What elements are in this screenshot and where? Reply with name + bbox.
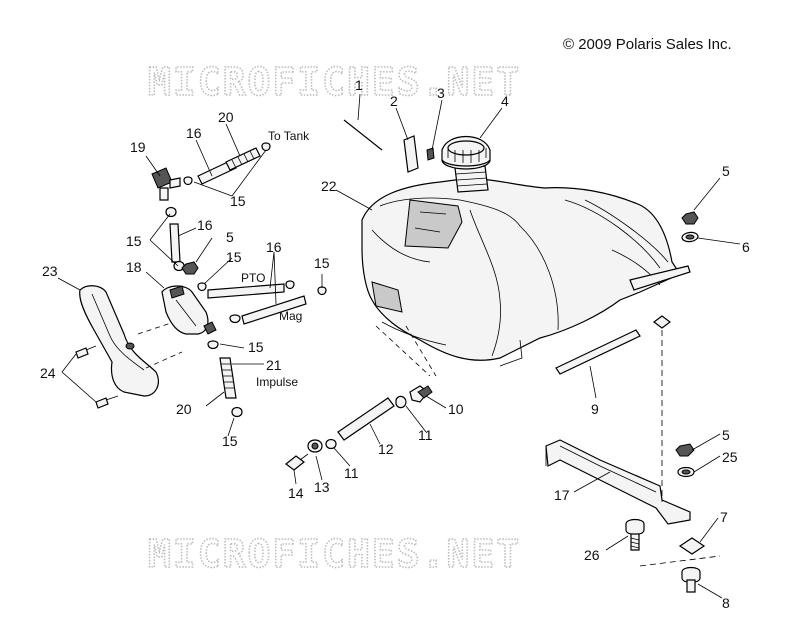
callout-16: 16 bbox=[186, 125, 202, 141]
callout-24: 24 bbox=[40, 365, 56, 381]
part-15-clamp-f bbox=[285, 280, 295, 290]
callout-25: 25 bbox=[722, 449, 738, 465]
callout-18: 18 bbox=[126, 259, 142, 275]
part-15-clamp-j bbox=[231, 406, 243, 418]
note-impulse: Impulse bbox=[256, 375, 298, 389]
callout-6: 6 bbox=[742, 239, 750, 255]
callout-10: 10 bbox=[448, 401, 464, 417]
part-1-rod bbox=[343, 119, 383, 151]
part-16-tube-vert bbox=[169, 223, 181, 263]
part-15-clamp-e bbox=[197, 282, 207, 292]
leader-lines bbox=[57, 93, 741, 599]
callout-8: 8 bbox=[722, 595, 730, 611]
callout-5: 5 bbox=[226, 229, 234, 245]
callout-22: 22 bbox=[321, 178, 337, 194]
note-to-tank: To Tank bbox=[268, 129, 310, 143]
callout-17: 17 bbox=[554, 487, 570, 503]
callout-12: 12 bbox=[378, 441, 394, 457]
part-2-strap bbox=[403, 135, 419, 173]
callout-7: 7 bbox=[720, 509, 728, 525]
callout-16: 16 bbox=[197, 217, 213, 233]
part-8-bolt bbox=[681, 566, 701, 593]
callout-15: 15 bbox=[314, 255, 330, 271]
part-5-nut-top bbox=[681, 211, 699, 225]
part-16-tube-pto bbox=[207, 283, 285, 299]
part-5-nut-left bbox=[181, 261, 199, 275]
part-20-spring-bottom bbox=[219, 357, 237, 399]
callout-15: 15 bbox=[248, 339, 264, 355]
part-15-clamp-b bbox=[261, 142, 271, 152]
callout-20: 20 bbox=[176, 401, 192, 417]
callout-15: 15 bbox=[126, 233, 142, 249]
callout-20: 20 bbox=[218, 109, 234, 125]
part-15-clamp-a bbox=[183, 176, 193, 186]
callout-11: 11 bbox=[344, 465, 359, 481]
callout-2: 2 bbox=[390, 93, 398, 109]
part-3-clip bbox=[426, 147, 435, 161]
watermark-top: MICROFICHES.NET bbox=[148, 60, 521, 104]
callout-9: 9 bbox=[591, 401, 599, 417]
part-15-clamp-i bbox=[207, 340, 219, 350]
callout-26: 26 bbox=[584, 547, 600, 563]
callout-15: 15 bbox=[222, 433, 238, 449]
fuel-tank bbox=[361, 165, 691, 367]
note-pto: PTO bbox=[241, 271, 265, 285]
part-17-bracket bbox=[545, 439, 691, 525]
fuel-cap bbox=[441, 136, 491, 170]
callout-13: 13 bbox=[314, 479, 330, 495]
part-23-shield bbox=[79, 285, 183, 397]
part-washer-mid bbox=[653, 315, 671, 329]
part-7-plate bbox=[678, 537, 706, 555]
fuel-line-parts bbox=[285, 325, 437, 471]
callout-1: 1 bbox=[355, 77, 363, 93]
callout-14: 14 bbox=[288, 485, 304, 501]
callout-3: 3 bbox=[437, 85, 445, 101]
part-24-screw-b bbox=[95, 397, 109, 409]
part-16-tube-mag bbox=[241, 295, 307, 325]
callout-16: 16 bbox=[266, 239, 282, 255]
note-mag: Mag bbox=[279, 309, 302, 323]
part-15-clamp-c bbox=[165, 206, 177, 218]
callout-5: 5 bbox=[722, 427, 730, 443]
callout-15: 15 bbox=[226, 249, 242, 265]
callout-23: 23 bbox=[42, 263, 58, 279]
part-9-pad bbox=[555, 329, 641, 375]
copyright-notice: © 2009 Polaris Sales Inc. bbox=[563, 36, 732, 53]
callout-21: 21 bbox=[266, 357, 282, 373]
part-19-fitting bbox=[151, 167, 181, 201]
callout-labels: 1 2 3 4 5 6 22 16 20 19 15 16 15 5 23 18… bbox=[40, 77, 750, 611]
part-26-bolt bbox=[625, 518, 645, 551]
part-15-clamp-h bbox=[229, 314, 241, 324]
part-5-nut-bottom bbox=[675, 443, 695, 457]
part-20-spring-top bbox=[225, 147, 261, 171]
callout-5: 5 bbox=[722, 163, 730, 179]
watermark-bottom: MICROFICHES.NET bbox=[148, 532, 521, 576]
callout-19: 19 bbox=[130, 139, 146, 155]
part-18-valve bbox=[161, 285, 217, 335]
part-15-clamp-g bbox=[317, 286, 327, 296]
callout-11: 11 bbox=[418, 427, 433, 443]
callout-15: 15 bbox=[230, 193, 246, 209]
callout-4: 4 bbox=[501, 93, 509, 109]
part-24-screw-a bbox=[75, 347, 89, 359]
